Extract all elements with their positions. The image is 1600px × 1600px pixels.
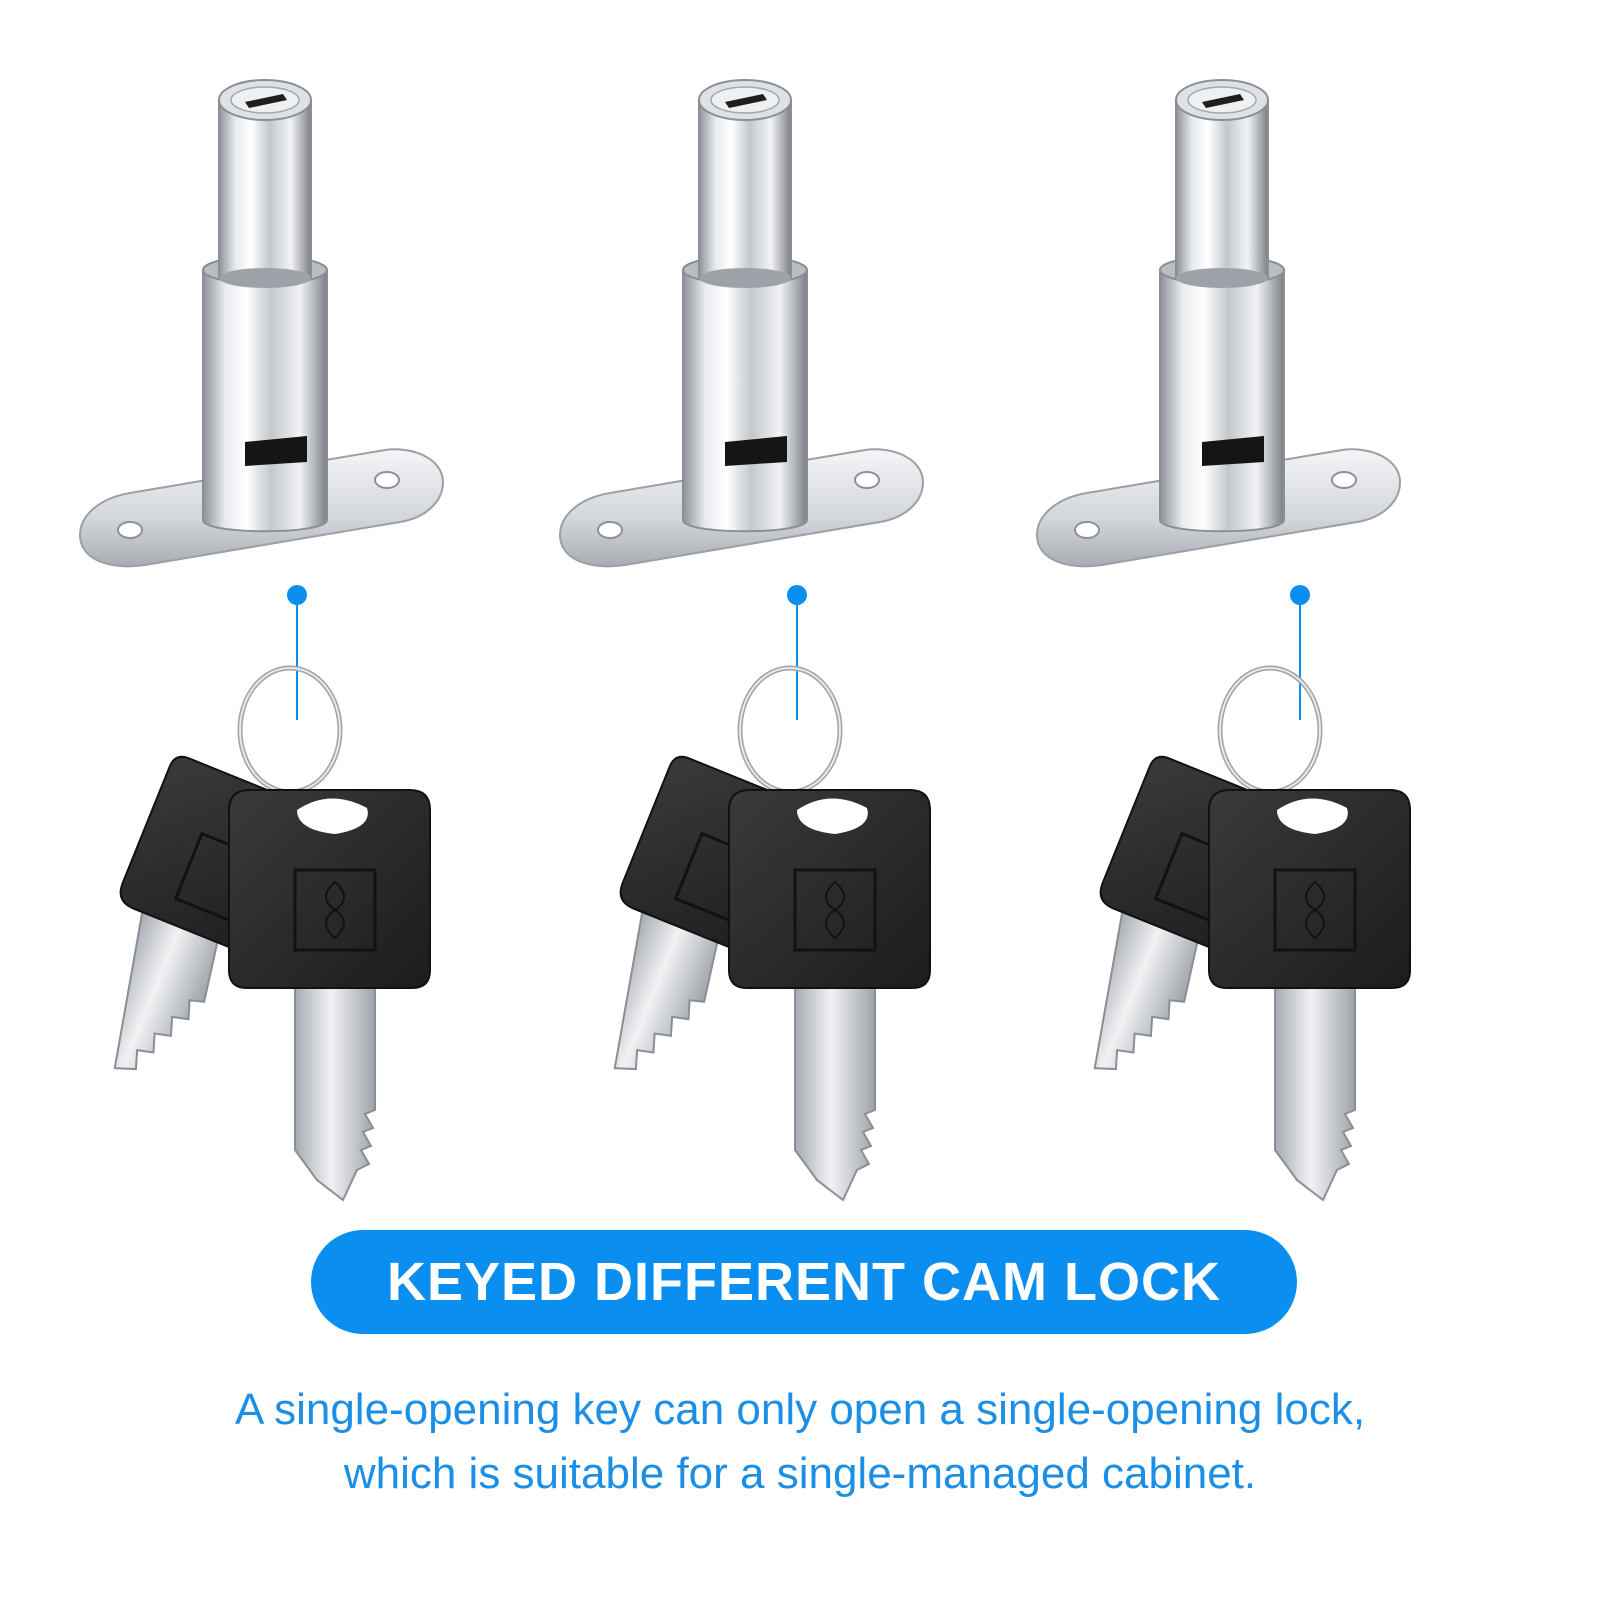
feature-banner: KEYED DIFFERENT CAM LOCK: [311, 1230, 1297, 1334]
connector-3: [1290, 585, 1310, 720]
key-pair-3: [1037, 668, 1410, 1200]
key-pair-1: [57, 668, 430, 1200]
description-caption: A single-opening key can only open a sin…: [60, 1378, 1540, 1506]
cam-lock-2: [559, 79, 924, 568]
caption-line-1: A single-opening key can only open a sin…: [234, 1385, 1366, 1434]
cam-lock-1: [79, 79, 444, 568]
banner-title: KEYED DIFFERENT CAM LOCK: [387, 1252, 1221, 1312]
caption-line-2: which is suitable for a single-managed c…: [343, 1449, 1257, 1498]
connector-1: [287, 585, 307, 720]
connector-2: [787, 585, 807, 720]
key-pair-2: [557, 668, 930, 1200]
cam-lock-3: [1036, 79, 1401, 568]
